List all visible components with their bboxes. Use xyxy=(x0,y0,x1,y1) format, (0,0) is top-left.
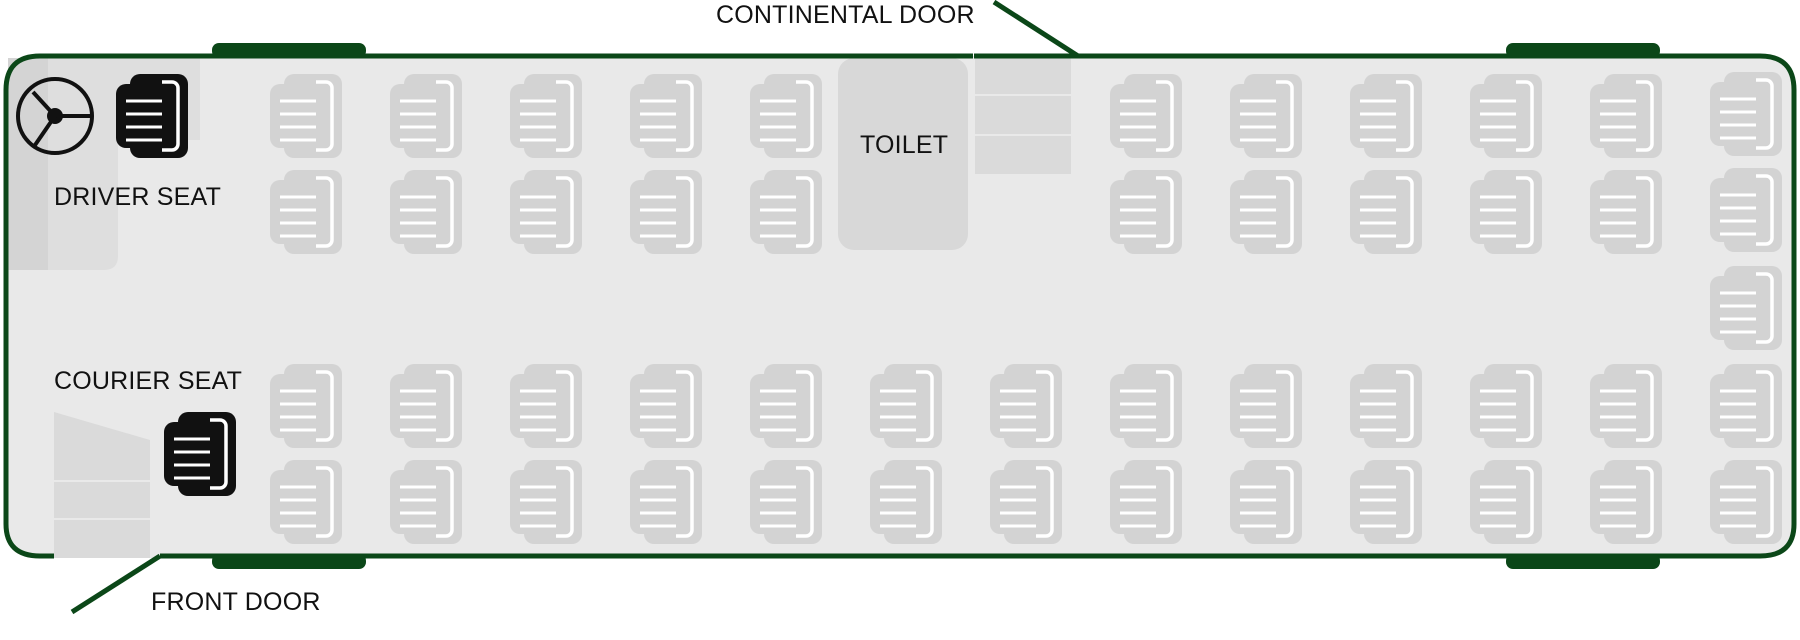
passenger-seat[interactable] xyxy=(510,170,582,254)
passenger-seat[interactable] xyxy=(990,460,1062,544)
bus-outline-front-visible xyxy=(3,53,972,559)
passenger-seat[interactable] xyxy=(1230,364,1302,448)
courier-seat-label: COURIER SEAT xyxy=(54,367,243,395)
passenger-seat[interactable] xyxy=(510,364,582,448)
passenger-seat[interactable] xyxy=(1350,460,1422,544)
passenger-seat[interactable] xyxy=(630,170,702,254)
passenger-seat[interactable] xyxy=(870,364,942,448)
passenger-seat[interactable] xyxy=(390,460,462,544)
front-door-label: FRONT DOOR xyxy=(151,588,321,616)
passenger-seat[interactable] xyxy=(1110,364,1182,448)
passenger-seat[interactable] xyxy=(270,460,342,544)
rear-wheel-arch-top xyxy=(1506,43,1660,58)
passenger-seat[interactable] xyxy=(1590,364,1662,448)
passenger-seat[interactable] xyxy=(750,74,822,158)
steering-wheel-icon xyxy=(16,77,94,155)
passenger-seat[interactable] xyxy=(390,364,462,448)
passenger-seat[interactable] xyxy=(1110,460,1182,544)
passenger-seat[interactable] xyxy=(1710,364,1782,448)
driver-seat-label: DRIVER SEAT xyxy=(54,183,222,211)
passenger-seat[interactable] xyxy=(750,460,822,544)
bus-outline xyxy=(160,53,1797,559)
toilet-label: TOILET xyxy=(860,131,949,159)
passenger-seat[interactable] xyxy=(1350,74,1422,158)
toilet-room xyxy=(838,58,968,250)
passenger-seat[interactable] xyxy=(750,170,822,254)
front-wheel-arch-bottom xyxy=(212,554,366,569)
passenger-seat[interactable] xyxy=(630,74,702,158)
passenger-seat[interactable] xyxy=(1590,460,1662,544)
passenger-seat[interactable] xyxy=(1230,170,1302,254)
continental-door-steps xyxy=(975,56,1071,174)
passenger-seat[interactable] xyxy=(1470,364,1542,448)
passenger-seat[interactable] xyxy=(1710,460,1782,544)
passenger-seat[interactable] xyxy=(1110,170,1182,254)
passenger-seat[interactable] xyxy=(270,74,342,158)
passenger-seat[interactable] xyxy=(270,170,342,254)
passenger-seat[interactable] xyxy=(1230,460,1302,544)
passenger-seat[interactable] xyxy=(1710,266,1782,350)
passenger-seat[interactable] xyxy=(630,364,702,448)
passenger-seat[interactable] xyxy=(270,364,342,448)
passenger-seat[interactable] xyxy=(1590,74,1662,158)
continental-door-leaf xyxy=(992,0,1080,59)
rear-wheel-arch-bottom xyxy=(1506,554,1660,569)
courier-seat-icon xyxy=(164,412,236,496)
passenger-seat[interactable] xyxy=(390,74,462,158)
passenger-seat[interactable] xyxy=(630,460,702,544)
passenger-seat[interactable] xyxy=(750,364,822,448)
passenger-seat[interactable] xyxy=(1470,170,1542,254)
front-wheel-arch-top xyxy=(212,43,366,58)
passenger-seat[interactable] xyxy=(1110,74,1182,158)
passenger-seat[interactable] xyxy=(510,74,582,158)
passenger-seat[interactable] xyxy=(1710,168,1782,252)
passenger-seat[interactable] xyxy=(1230,74,1302,158)
passenger-seat[interactable] xyxy=(870,460,942,544)
driver-seat-icon xyxy=(116,74,188,158)
front-door-steps xyxy=(54,412,150,558)
passenger-seat[interactable] xyxy=(510,460,582,544)
continental-door-label: CONTINENTAL DOOR xyxy=(716,1,975,29)
passenger-seat[interactable] xyxy=(990,364,1062,448)
passenger-seat[interactable] xyxy=(1350,170,1422,254)
passenger-seat[interactable] xyxy=(390,170,462,254)
passenger-seat[interactable] xyxy=(1350,364,1422,448)
passenger-seat[interactable] xyxy=(1470,74,1542,158)
passenger-seat[interactable] xyxy=(1470,460,1542,544)
front-door-leaf xyxy=(70,553,162,615)
passenger-seat[interactable] xyxy=(1710,72,1782,156)
passenger-seat[interactable] xyxy=(1590,170,1662,254)
